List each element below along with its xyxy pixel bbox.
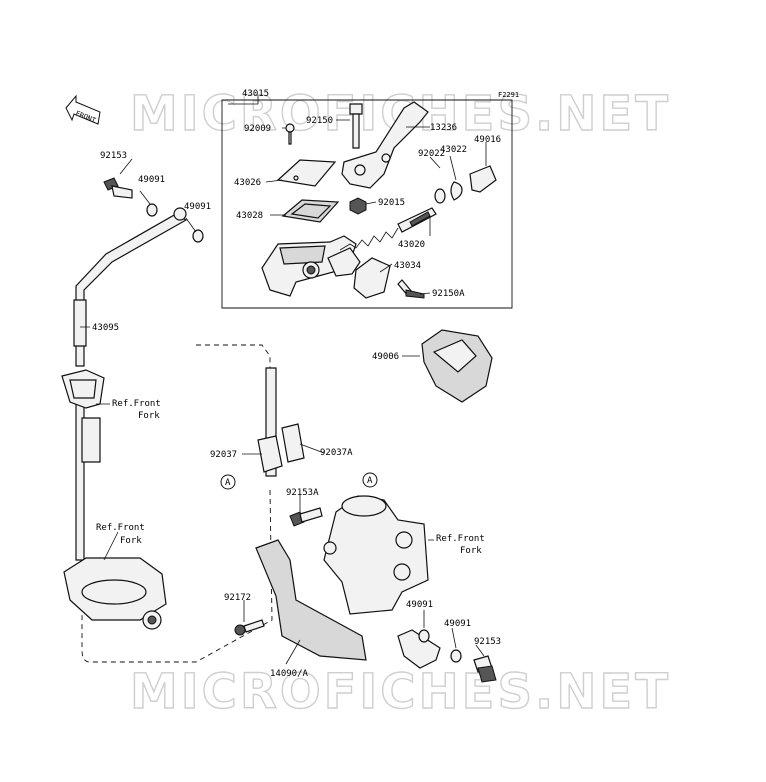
- label-92153-top: 92153: [100, 151, 127, 161]
- figure-code: F2291: [498, 91, 519, 99]
- part-92037A-hose-clamp: [281, 423, 305, 463]
- label-ref-front-fork-2a: Ref.Front: [96, 523, 145, 533]
- part-92150A-bolt: [397, 279, 425, 299]
- label-43022: 43022: [440, 145, 467, 155]
- part-92153-banjo-bolt-top: [103, 177, 133, 199]
- lower-banjo-fitting: [397, 629, 441, 669]
- label-43026: 43026: [234, 178, 261, 188]
- brake-caliper-body: [323, 495, 429, 615]
- part-92150-pivot-bolt: [349, 103, 363, 149]
- part-43026-reservoir-cap: [276, 159, 337, 187]
- watermark-bottom: MICROFICHES.NET: [130, 664, 671, 720]
- label-43020: 43020: [398, 240, 425, 250]
- label-92037: 92037: [210, 450, 237, 460]
- svg-text:A: A: [367, 476, 373, 486]
- label-14090A: 14090/A: [270, 669, 309, 679]
- label-92009: 92009: [244, 124, 271, 134]
- label-92153-bot: 92153: [474, 637, 501, 647]
- part-92015-nut: [349, 197, 367, 215]
- label-92037A: 92037A: [320, 448, 353, 458]
- label-92150: 92150: [306, 116, 333, 126]
- master-cylinder-body: [261, 235, 361, 297]
- label-49006: 49006: [372, 352, 399, 362]
- part-43034-clamp: [353, 257, 391, 299]
- upper-fork-clamp: [61, 369, 105, 409]
- label-ref-front-fork-3a: Ref.Front: [436, 534, 485, 544]
- part-43028-diaphragm: [281, 199, 340, 223]
- part-92172-screw: [234, 619, 265, 636]
- part-43095-brake-hose: [73, 207, 188, 561]
- label-ref-front-fork-3b: Fork: [460, 546, 482, 556]
- label-49091-bot-1: 49091: [406, 600, 433, 610]
- label-92022: 92022: [418, 149, 445, 159]
- part-49091-washer-top-2: [192, 229, 204, 243]
- part-14090A-caliper-guard: [255, 539, 367, 661]
- label-43015: 43015: [242, 89, 269, 99]
- part-43022-circlip: [450, 181, 463, 201]
- part-49091-washer-bot-1: [418, 629, 430, 643]
- lower-fork-clamp: [63, 557, 167, 630]
- label-13236: 13236: [430, 123, 457, 133]
- front-arrow-icon: FRONT: [65, 94, 101, 125]
- callout-a-right: A: [362, 472, 378, 488]
- label-43095: 43095: [92, 323, 119, 333]
- label-43034: 43034: [394, 261, 421, 271]
- label-ref-front-fork-1b: Fork: [138, 411, 160, 421]
- label-43028: 43028: [236, 211, 263, 221]
- part-49091-washer-top-1: [146, 203, 158, 217]
- part-92022-washer: [434, 188, 446, 204]
- label-49016: 49016: [474, 135, 501, 145]
- part-92153-banjo-bolt-bottom: [473, 655, 497, 683]
- part-49006-lever-cover: [421, 329, 493, 403]
- master-cylinder-frame: [221, 99, 513, 309]
- callout-a-left: A: [220, 474, 236, 490]
- part-49091-washer-bot-2: [450, 649, 462, 663]
- label-49091-top-2: 49091: [184, 202, 211, 212]
- label-ref-front-fork-2b: Fork: [120, 536, 142, 546]
- part-92037-hose-clamp: [257, 435, 283, 473]
- label-ref-front-fork-1a: Ref.Front: [112, 399, 161, 409]
- label-49091-bot-2: 49091: [444, 619, 471, 629]
- label-49091-top-1: 49091: [138, 175, 165, 185]
- part-49016-dust-boot: [469, 165, 497, 193]
- label-92172: 92172: [224, 593, 251, 603]
- part-92153A-bolt: [289, 507, 323, 527]
- svg-text:A: A: [225, 478, 231, 488]
- part-13236-brake-lever: [341, 101, 429, 189]
- hose-bracket: [81, 417, 101, 463]
- leader-lines: [80, 95, 487, 665]
- label-92150A: 92150A: [432, 289, 465, 299]
- label-92015: 92015: [378, 198, 405, 208]
- label-92153A: 92153A: [286, 488, 319, 498]
